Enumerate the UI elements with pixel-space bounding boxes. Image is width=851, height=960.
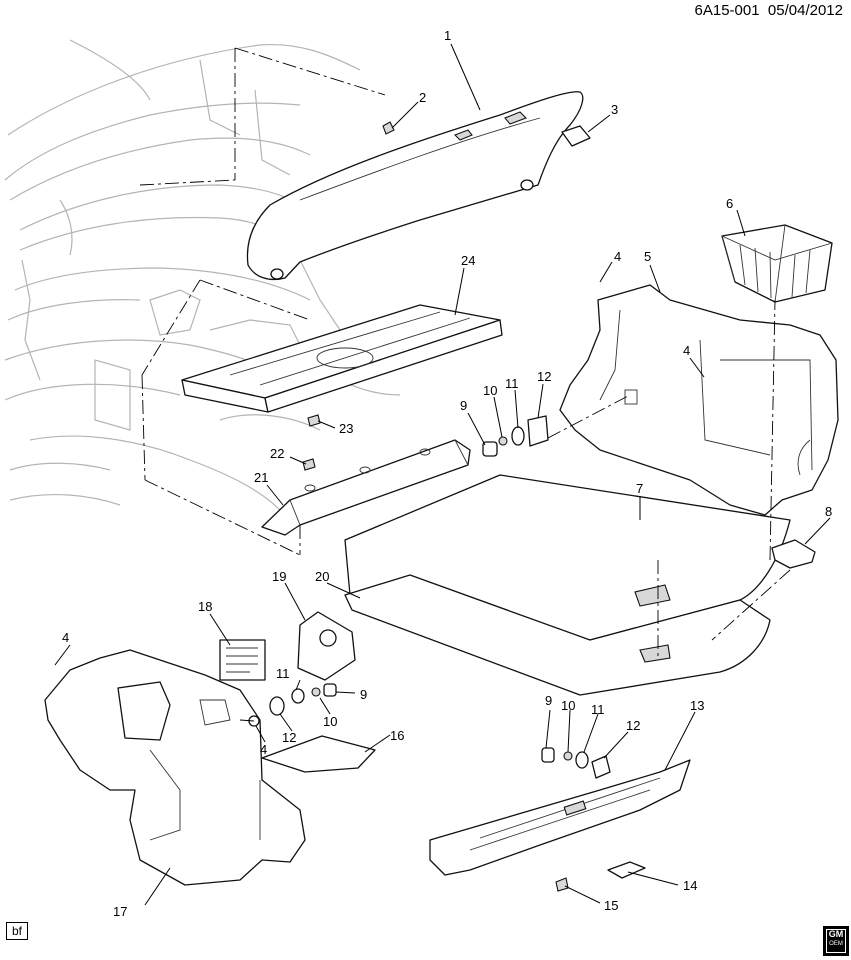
callout-11b: 11 xyxy=(276,666,290,681)
upper-fastener-group xyxy=(482,415,549,457)
callout-13: 13 xyxy=(690,698,704,713)
part-17-left-quarter-trim xyxy=(44,649,306,886)
callout-17: 17 xyxy=(113,904,127,919)
diagram-header: 6A15-001 05/04/2012 xyxy=(695,2,843,19)
lower-left-fastener-group xyxy=(248,683,337,727)
callout-4a: 4 xyxy=(614,249,621,264)
callout-10c: 10 xyxy=(561,698,575,713)
footer-tag: bf xyxy=(6,922,29,940)
part-8-handle xyxy=(771,539,816,569)
part-5-right-quarter-trim xyxy=(559,284,839,516)
diagram-date: 05/04/2012 xyxy=(767,2,843,19)
part-2-clip xyxy=(382,121,395,135)
part-13-sill-plate xyxy=(429,759,691,876)
callout-1: 1 xyxy=(444,28,451,43)
callout-9b: 9 xyxy=(360,687,367,702)
callout-12c: 12 xyxy=(626,718,640,733)
callout-4c: 4 xyxy=(62,630,69,645)
diagram-id: 6A15-001 xyxy=(694,2,760,19)
part-16-cover-panel xyxy=(261,735,376,773)
part-22-bolt xyxy=(302,458,316,471)
part-1-trunk-lid-trim xyxy=(246,91,584,281)
callout-9a: 9 xyxy=(460,398,467,413)
callout-5: 5 xyxy=(644,249,651,264)
callout-23: 23 xyxy=(339,421,353,436)
part-20-floor-panel xyxy=(344,574,771,696)
callout-21: 21 xyxy=(254,470,268,485)
part-21-floor-support xyxy=(261,439,471,536)
callout-8: 8 xyxy=(825,504,832,519)
part-3-lamp xyxy=(561,125,591,147)
callout-6: 6 xyxy=(726,196,733,211)
gm-logo-sub: OEM xyxy=(829,941,843,947)
lower-right-fastener-group xyxy=(541,747,646,892)
callout-12b: 12 xyxy=(282,730,296,745)
callout-15: 15 xyxy=(604,898,618,913)
callout-2: 2 xyxy=(419,90,426,105)
callout-4b: 4 xyxy=(683,343,690,358)
leader-lines xyxy=(54,43,831,906)
callout-24: 24 xyxy=(461,253,475,268)
part-23-bolt xyxy=(307,414,321,427)
callout-labels: 1 2 3 6 4 5 24 4 23 9 10 11 12 22 21 7 8… xyxy=(62,28,832,919)
reference-lines xyxy=(139,47,791,722)
callout-11a: 11 xyxy=(505,376,519,391)
vehicle-body-outline xyxy=(4,39,401,511)
part-24-rear-floor-panel xyxy=(181,304,503,413)
callout-4d: 4 xyxy=(260,742,267,757)
part-18-label xyxy=(219,639,266,681)
callout-7: 7 xyxy=(636,481,643,496)
callout-19: 19 xyxy=(272,569,286,584)
callout-18: 18 xyxy=(198,599,212,614)
callout-11c: 11 xyxy=(591,702,605,717)
gm-logo: GM OEM xyxy=(823,926,849,956)
callout-14: 14 xyxy=(683,878,697,893)
callout-9c: 9 xyxy=(545,693,552,708)
gm-logo-text: GM xyxy=(828,929,844,939)
callout-22: 22 xyxy=(270,446,284,461)
callout-12a: 12 xyxy=(537,369,551,384)
part-6-storage-basket xyxy=(721,224,833,303)
callout-10b: 10 xyxy=(323,714,337,729)
callout-3: 3 xyxy=(611,102,618,117)
callout-10a: 10 xyxy=(483,383,497,398)
callout-20: 20 xyxy=(315,569,329,584)
callout-16: 16 xyxy=(390,728,404,743)
